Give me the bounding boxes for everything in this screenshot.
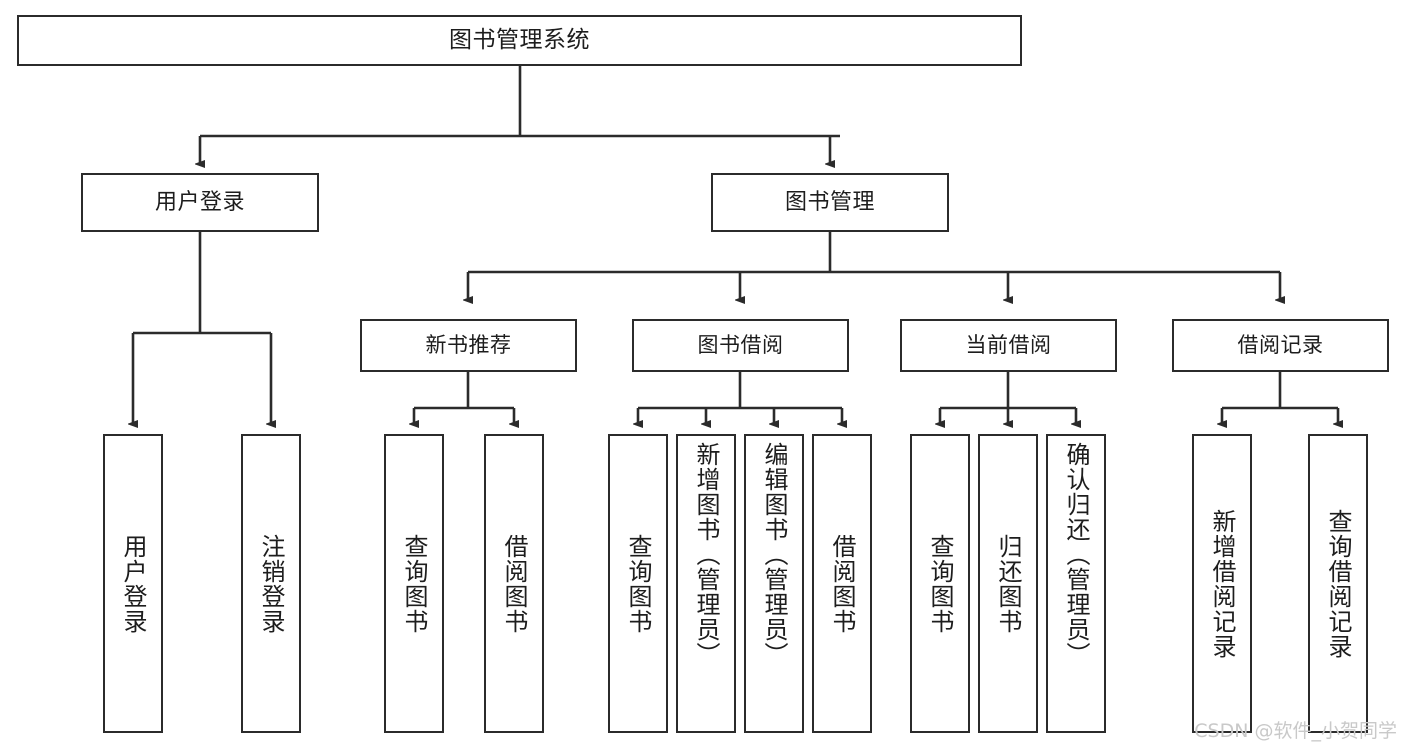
node-book-manage-label: 图书管理 (784, 189, 875, 215)
leaf-newbook-query-book[interactable]: 查询图书 (384, 434, 444, 733)
node-new-book-recommend[interactable]: 新书推荐 (360, 319, 577, 372)
leaf-borrowrecord-add-record[interactable]: 新增借阅记录 (1192, 434, 1252, 733)
node-book-manage[interactable]: 图书管理 (711, 173, 949, 232)
leaf-bookborrow-query-book-label: 查询图书 (624, 533, 652, 634)
leaf-currentborrow-return-book[interactable]: 归还图书 (978, 434, 1038, 733)
node-user-login-label: 用户登录 (154, 189, 245, 215)
leaf-bookborrow-query-book[interactable]: 查询图书 (608, 434, 668, 733)
leaf-newbook-query-book-label: 查询图书 (400, 533, 428, 634)
leaf-borrowrecord-add-record-label: 新增借阅记录 (1208, 508, 1236, 659)
leaf-bookborrow-borrow-book-label: 借阅图书 (828, 533, 856, 634)
node-book-borrow[interactable]: 图书借阅 (632, 319, 849, 372)
leaf-currentborrow-confirm-return-label: 确认归还（管理员） (1062, 442, 1090, 667)
leaf-bookborrow-add-book[interactable]: 新增图书（管理员） (676, 434, 736, 733)
node-root[interactable]: 图书管理系统 (17, 15, 1022, 66)
node-new-book-recommend-label: 新书推荐 (425, 333, 512, 358)
leaf-newbook-borrow-book-label: 借阅图书 (500, 533, 528, 634)
leaf-currentborrow-query-book[interactable]: 查询图书 (910, 434, 970, 733)
node-current-borrow-label: 当前借阅 (965, 333, 1052, 358)
node-borrow-record[interactable]: 借阅记录 (1172, 319, 1389, 372)
leaf-currentborrow-confirm-return[interactable]: 确认归还（管理员） (1046, 434, 1106, 733)
node-borrow-record-label: 借阅记录 (1237, 333, 1324, 358)
leaf-borrowrecord-query-record[interactable]: 查询借阅记录 (1308, 434, 1368, 733)
leaf-bookborrow-edit-book[interactable]: 编辑图书（管理员） (744, 434, 804, 733)
leaf-bookborrow-add-book-label: 新增图书（管理员） (692, 442, 720, 667)
leaf-currentborrow-return-book-label: 归还图书 (994, 533, 1022, 634)
leaf-user-logout[interactable]: 注销登录 (241, 434, 301, 733)
leaf-currentborrow-query-book-label: 查询图书 (926, 533, 954, 634)
leaf-user-logout-label: 注销登录 (257, 533, 285, 634)
leaf-bookborrow-borrow-book[interactable]: 借阅图书 (812, 434, 872, 733)
node-user-login[interactable]: 用户登录 (81, 173, 319, 232)
leaf-borrowrecord-query-record-label: 查询借阅记录 (1324, 508, 1352, 659)
leaf-user-login-label: 用户登录 (119, 533, 147, 634)
leaf-newbook-borrow-book[interactable]: 借阅图书 (484, 434, 544, 733)
node-root-label: 图书管理系统 (449, 27, 590, 54)
leaf-bookborrow-edit-book-label: 编辑图书（管理员） (760, 442, 788, 667)
node-book-borrow-label: 图书借阅 (697, 333, 784, 358)
node-current-borrow[interactable]: 当前借阅 (900, 319, 1117, 372)
leaf-user-login[interactable]: 用户登录 (103, 434, 163, 733)
